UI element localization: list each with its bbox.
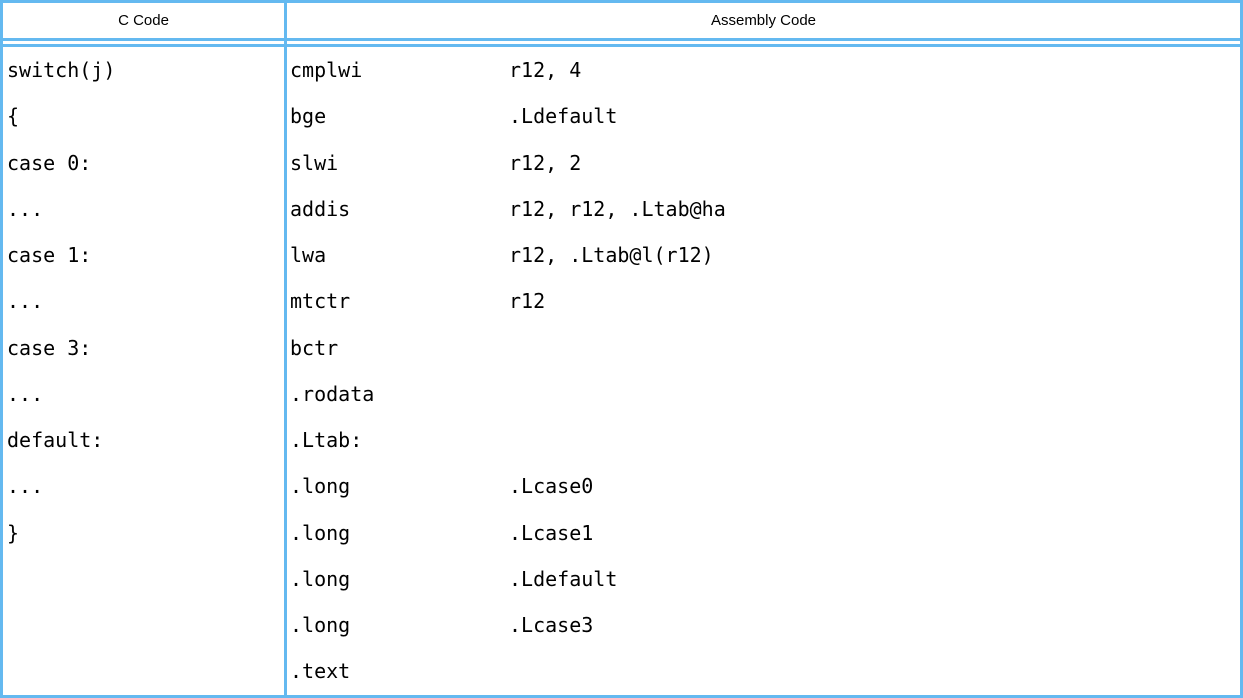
assembly-line: .long .Lcase3	[290, 602, 1240, 648]
assembly-line: .long .Lcase0	[290, 463, 1240, 509]
assembly-line: addis r12, r12, .Ltab@ha	[290, 186, 1240, 232]
assembly-operands: .Ldefault	[509, 566, 618, 591]
assembly-mnemonic: bctr	[290, 335, 339, 360]
assembly-line: .long .Lcase1	[290, 510, 1240, 556]
assembly-line: .Ltab:	[290, 417, 1240, 463]
assembly-mnemonic: cmplwi	[290, 58, 363, 82]
assembly-operands: .Lcase3	[509, 613, 594, 638]
c-code-line: ...	[7, 196, 44, 221]
assembly-mnemonic: .Ltab:	[290, 428, 363, 453]
assembly-mnemonic: .long	[290, 613, 351, 638]
c-code-line: switch(j)	[7, 58, 116, 82]
assembly-line: mtctr r12	[290, 278, 1240, 324]
assembly-mnemonic: addis	[290, 196, 351, 221]
assembly-line: bge .Ldefault	[290, 93, 1240, 139]
assembly-line: slwi r12, 2	[290, 140, 1240, 186]
c-code-line: ...	[7, 289, 44, 314]
header-separator-left	[3, 38, 284, 47]
assembly-line: cmplwi r12, 4	[290, 47, 1240, 93]
assembly-mnemonic: mtctr	[290, 289, 351, 314]
assembly-mnemonic: lwa	[290, 243, 327, 268]
assembly-mnemonic: slwi	[290, 150, 339, 175]
c-code-line: ...	[7, 381, 44, 406]
assembly-operands: .Lcase0	[509, 474, 594, 499]
assembly-mnemonic: .long	[290, 520, 351, 545]
c-code-line: case 0:	[7, 150, 92, 175]
c-code-line: ...	[7, 474, 44, 499]
c-code-line: case 3:	[7, 335, 92, 360]
assembly-mnemonic: .long	[290, 474, 351, 499]
assembly-line: .rodata	[290, 371, 1240, 417]
assembly-code-cell: cmplwi r12, 4 bge .Ldefault slwi r12, 2 addis r…	[284, 47, 1240, 695]
c-code-column-header: C Code	[118, 12, 169, 29]
assembly-mnemonic: .rodata	[290, 381, 375, 406]
assembly-operands: r12, .Ltab@l(r12)	[509, 243, 714, 268]
c-code-line: case 1:	[7, 243, 92, 268]
assembly-mnemonic: bge	[290, 104, 327, 129]
assembly-line: .long .Ldefault	[290, 556, 1240, 602]
assembly-line: .text	[290, 648, 1240, 694]
assembly-line: lwa r12, .Ltab@l(r12)	[290, 232, 1240, 278]
assembly-line: bctr	[290, 325, 1240, 371]
c-code-line: {	[7, 104, 20, 129]
assembly-mnemonic: .text	[290, 659, 351, 684]
assembly-operands: r12, 2	[509, 150, 582, 175]
assembly-mnemonic: .long	[290, 566, 351, 591]
assembly-operands: .Lcase1	[509, 520, 594, 545]
assembly-operands: r12	[509, 289, 546, 314]
assembly-operands: r12, r12, .Ltab@ha	[509, 196, 726, 221]
c-code-cell: switch(j) { case 0:... case 1:... case 3:...…	[3, 47, 284, 695]
assembly-operands: r12, 4	[509, 58, 582, 82]
c-code-line: default:	[7, 428, 104, 453]
assembly-code-column-header: Assembly Code	[284, 3, 1240, 38]
assembly-operands: .Ldefault	[509, 104, 618, 129]
header-separator-right	[284, 38, 1240, 47]
c-code-line: }	[7, 520, 20, 545]
